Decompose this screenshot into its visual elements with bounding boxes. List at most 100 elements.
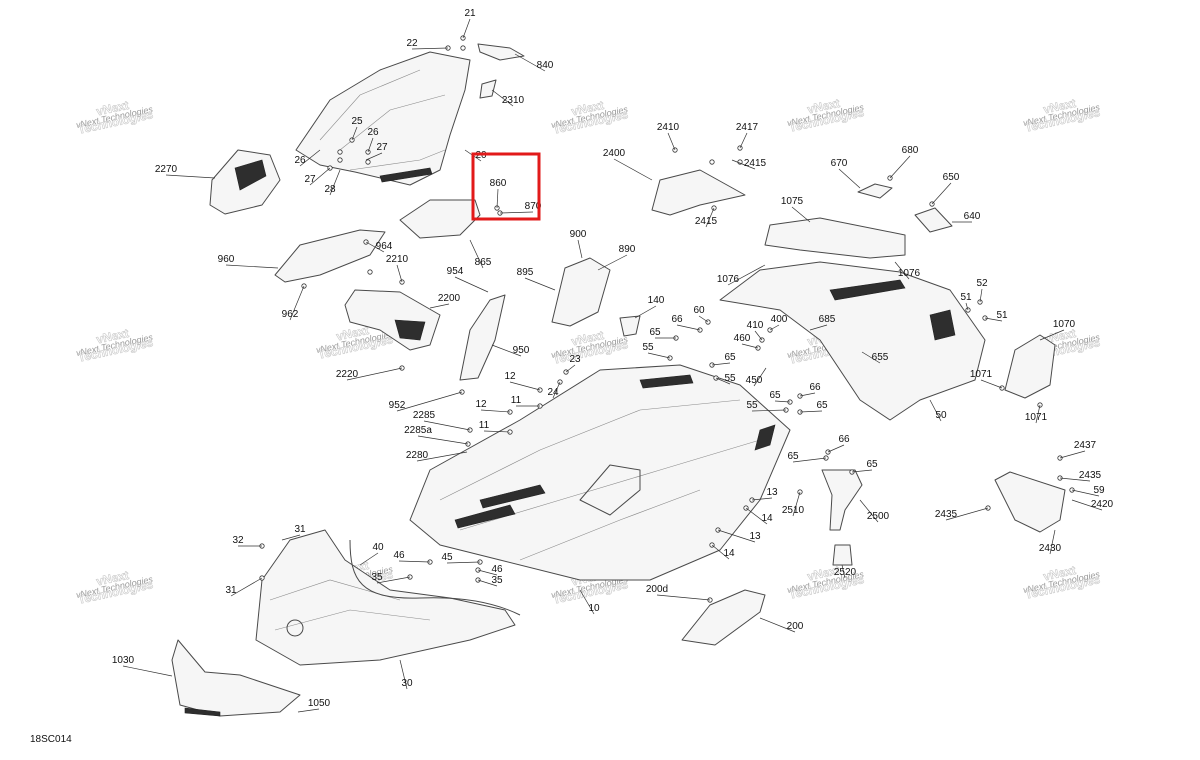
- part-2400: [651, 169, 746, 216]
- parts-layer: [171, 43, 1066, 717]
- leader-line: [499, 211, 534, 214]
- callout-65: 65: [787, 451, 799, 462]
- leader-line: [634, 305, 657, 319]
- part-1070: [1004, 334, 1056, 399]
- callout-55: 55: [642, 342, 654, 353]
- callout-10: 10: [588, 603, 600, 614]
- leader-line: [774, 400, 791, 403]
- leader-line: [754, 330, 763, 341]
- leader-line: [676, 324, 701, 331]
- leader-line: [698, 315, 709, 323]
- leader-line: [491, 344, 522, 357]
- leader-line: [367, 137, 374, 153]
- leader-line: [416, 451, 468, 462]
- leader-line: [565, 364, 576, 373]
- leader-line: [931, 182, 952, 205]
- part-890: [551, 257, 611, 327]
- leader-line: [731, 159, 756, 170]
- leader-line: [711, 362, 731, 366]
- callout-11: 11: [511, 395, 522, 406]
- leader-line: [792, 457, 827, 463]
- leader-line: [165, 174, 216, 179]
- leader-line: [398, 560, 431, 563]
- callout-2500: 2500: [867, 511, 890, 522]
- leader-line: [376, 576, 411, 584]
- leader-line: [751, 409, 787, 412]
- callout-55: 55: [746, 400, 758, 411]
- leader-line: [980, 379, 1003, 389]
- callout-26: 26: [294, 155, 306, 166]
- leader-line: [496, 188, 499, 209]
- leader-line: [411, 47, 449, 50]
- callout-66: 66: [809, 382, 821, 393]
- leader-line: [514, 53, 546, 72]
- leader-line: [979, 288, 983, 303]
- callout-60: 60: [693, 305, 705, 316]
- callout-65: 65: [816, 400, 828, 411]
- callout-13: 13: [749, 531, 761, 542]
- callout-27: 27: [376, 142, 388, 153]
- leader-line: [225, 264, 279, 269]
- leader-line: [446, 561, 481, 564]
- leader-line: [1071, 489, 1100, 497]
- leader-line: [477, 569, 498, 576]
- callout-1071: 1071: [970, 369, 993, 380]
- callout-900: 900: [570, 229, 587, 240]
- callout-66: 66: [671, 314, 683, 325]
- callout-1070: 1070: [1053, 319, 1076, 330]
- callout-2280: 2280: [406, 450, 429, 461]
- leader-line: [889, 155, 911, 179]
- leader-line: [647, 352, 671, 359]
- callout-840: 840: [537, 60, 554, 71]
- callout-35: 35: [491, 575, 503, 586]
- callout-35: 35: [371, 572, 383, 583]
- callout-2415: 2415: [695, 216, 718, 227]
- leader-line: [365, 241, 385, 253]
- part-2500: [821, 469, 863, 531]
- callout-640: 640: [964, 211, 981, 222]
- part-1075: [764, 217, 906, 259]
- callout-895: 895: [517, 267, 534, 278]
- callout-26: 26: [367, 127, 379, 138]
- leader-line: [929, 399, 942, 422]
- leader-line: [483, 430, 511, 433]
- leader-line: [717, 529, 756, 543]
- leader-line: [429, 303, 450, 309]
- callout-65: 65: [649, 327, 661, 338]
- leader-line: [894, 261, 910, 280]
- leader-line: [965, 302, 969, 311]
- callout-65: 65: [866, 459, 878, 470]
- fastener: [365, 159, 371, 165]
- callout-51: 51: [960, 292, 972, 303]
- callout-962: 962: [282, 309, 299, 320]
- fastener: [337, 157, 343, 163]
- callout-14: 14: [723, 548, 735, 559]
- callout-670: 670: [831, 158, 848, 169]
- leader-line: [297, 708, 320, 713]
- callout-1071: 1071: [1025, 412, 1048, 423]
- leader-line: [841, 564, 846, 579]
- leader-line: [984, 317, 1003, 322]
- part-950: [459, 294, 506, 381]
- leader-line: [945, 507, 989, 521]
- part-2520: [832, 544, 853, 566]
- callout-2417: 2417: [736, 122, 759, 133]
- leader-line: [705, 207, 715, 228]
- callout-954: 954: [447, 266, 464, 277]
- leader-line: [711, 544, 730, 560]
- leader-line: [577, 239, 583, 259]
- leader-line: [1059, 477, 1091, 482]
- callout-65: 65: [724, 352, 736, 363]
- callout-2415: 2415: [744, 158, 767, 169]
- leader-line: [281, 534, 301, 541]
- leader-line: [423, 420, 471, 431]
- callout-2310: 2310: [502, 95, 525, 106]
- leader-line: [365, 152, 383, 161]
- callout-66: 66: [838, 434, 850, 445]
- callout-890: 890: [619, 244, 636, 255]
